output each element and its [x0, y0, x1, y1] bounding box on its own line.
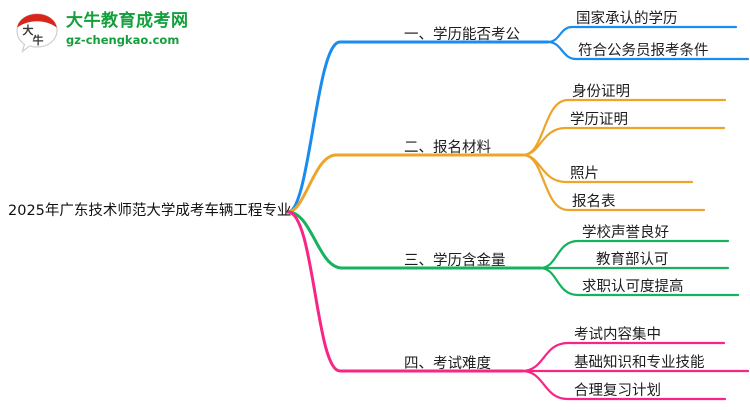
logo-brand-url: gz-chengkao.com: [66, 33, 180, 47]
mindmap-root-label[interactable]: 2025年广东技术师范大学成考车辆工程专业: [8, 203, 292, 219]
leaf-label-2-4[interactable]: 报名表: [572, 194, 616, 210]
branch-3-edges: [286, 210, 740, 297]
branch-label-1[interactable]: 一、学历能否考公: [404, 27, 520, 43]
leaf-label-1-2[interactable]: 符合公务员报考条件: [578, 43, 709, 59]
branch-1-edges: [286, 25, 750, 214]
leaf-label-2-1[interactable]: 身份证明: [572, 84, 630, 100]
leaf-label-4-3[interactable]: 合理复习计划: [574, 383, 661, 399]
site-logo: 大 牛 大牛教育成考网 gz-chengkao.com: [14, 10, 224, 56]
logo-wordmark: 大牛教育成考网 gz-chengkao.com: [66, 11, 226, 48]
leaf-label-3-1[interactable]: 学校声誉良好: [582, 225, 669, 241]
leaf-label-2-3[interactable]: 照片: [570, 166, 599, 182]
logo-brand-cn: 大牛教育成考网: [66, 11, 189, 31]
branch-4-edges: [286, 210, 750, 401]
leaf-label-2-2[interactable]: 学历证明: [570, 112, 628, 128]
branch-label-2[interactable]: 二、报名材料: [404, 140, 491, 156]
leaf-label-3-3[interactable]: 求职认可度提高: [582, 279, 684, 295]
leaf-label-1-1[interactable]: 国家承认的学历: [576, 11, 678, 27]
leaf-label-4-1[interactable]: 考试内容集中: [574, 327, 661, 343]
svg-text:大: 大: [23, 23, 34, 37]
branch-label-3[interactable]: 三、学历含金量: [404, 253, 506, 269]
svg-text:牛: 牛: [33, 33, 44, 47]
leaf-label-4-2[interactable]: 基础知识和专业技能: [574, 355, 705, 371]
leaf-label-3-2[interactable]: 教育部认可: [596, 252, 669, 268]
logo-mark-icon: 大 牛: [14, 12, 60, 54]
branch-label-4[interactable]: 四、考试难度: [404, 356, 491, 372]
branch-2-edges: [286, 98, 727, 214]
